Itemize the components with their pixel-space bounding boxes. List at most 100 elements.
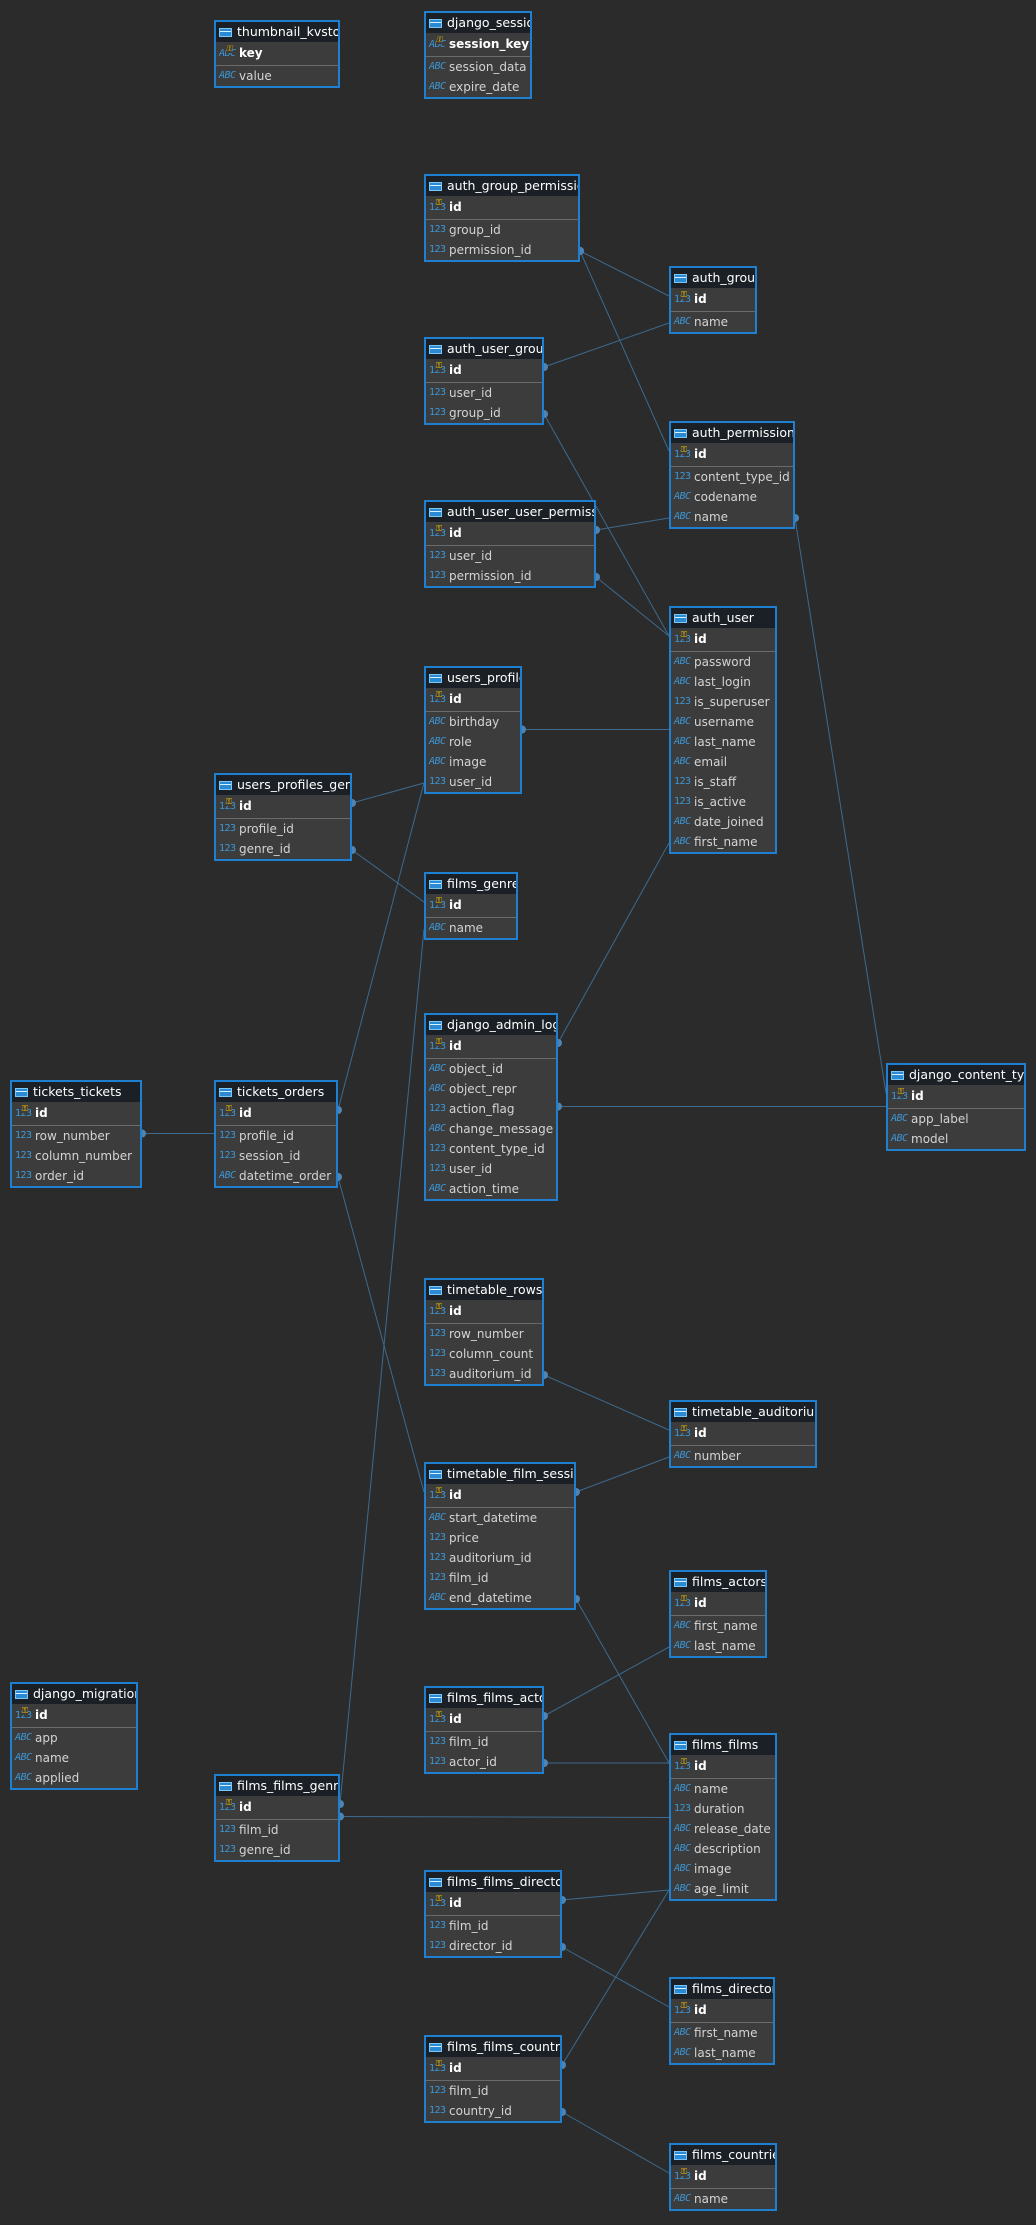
table-header[interactable]: films_actors [671,1572,765,1592]
primary-key-column[interactable]: 123⚿id [888,1085,1024,1109]
primary-key-column[interactable]: 123⚿id [12,1102,140,1126]
table-header[interactable]: auth_permission [671,423,793,443]
primary-key-column[interactable]: 123⚿id [216,795,350,819]
table-header[interactable]: tickets_tickets [12,1082,140,1102]
table-django-content-type[interactable]: django_content_type123⚿idABCapp_labelABC… [886,1063,1026,1151]
table-header[interactable]: films_films_directors [426,1872,560,1892]
primary-key-column[interactable]: 123⚿id [216,1796,338,1820]
primary-key-column[interactable]: 123⚿id [671,1755,775,1779]
table-header[interactable]: films_films_genres [216,1776,338,1796]
table-header[interactable]: timetable_rows [426,1280,542,1300]
table-users-profiles-genres[interactable]: users_profiles_genres123⚿id123profile_id… [214,773,352,861]
primary-key-column[interactable]: 123⚿id [671,2165,775,2189]
primary-key-column[interactable]: 123⚿id [426,196,578,220]
primary-key-column[interactable]: 123⚿id [671,628,775,652]
table-header[interactable]: films_countries [671,2145,775,2165]
table-header[interactable]: auth_group [671,268,755,288]
table-films-directors[interactable]: films_directors123⚿idABCfirst_nameABClas… [669,1977,775,2065]
table-header[interactable]: django_content_type [888,1065,1024,1085]
table-header[interactable]: auth_user_user_permissions [426,502,594,522]
table-header[interactable]: django_admin_log [426,1015,556,1035]
table-auth-user-groups[interactable]: auth_user_groups123⚿id123user_id123group… [424,337,544,425]
table-header[interactable]: django_migrations [12,1684,136,1704]
primary-key-column[interactable]: 123⚿id [671,443,793,467]
table-header[interactable]: django_session [426,13,530,33]
primary-key-column[interactable]: 123⚿id [426,894,516,918]
table-header[interactable]: auth_user_groups [426,339,542,359]
table-header[interactable]: auth_user [671,608,775,628]
table-header[interactable]: thumbnail_kvstore [216,22,338,42]
table-films-films-actors[interactable]: films_films_actors123⚿id123film_id123act… [424,1686,544,1774]
table-timetable-film-sessions[interactable]: timetable_film_sessions123⚿idABCstart_da… [424,1462,576,1610]
primary-key-column[interactable]: 123⚿id [426,1300,542,1324]
table-header[interactable]: films_films_countries [426,2037,560,2057]
primary-key-column[interactable]: 123⚿id [671,1422,815,1446]
table-films-films-directors[interactable]: films_films_directors123⚿id123film_id123… [424,1870,562,1958]
primary-key-column[interactable]: 123⚿id [426,522,594,546]
table-auth-user-user-permissions[interactable]: auth_user_user_permissions123⚿id123user_… [424,500,596,588]
table-header[interactable]: auth_group_permissions [426,176,578,196]
table-header[interactable]: users_profiles_genres [216,775,350,795]
primary-key-column[interactable]: 123⚿id [426,359,542,383]
table-films-films-genres[interactable]: films_films_genres123⚿id123film_id123gen… [214,1774,340,1862]
primary-key-column[interactable]: 123⚿id [12,1704,136,1728]
primary-key-column[interactable]: 123⚿id [426,1484,574,1508]
table-films-films-countries[interactable]: films_films_countries123⚿id123film_id123… [424,2035,562,2123]
